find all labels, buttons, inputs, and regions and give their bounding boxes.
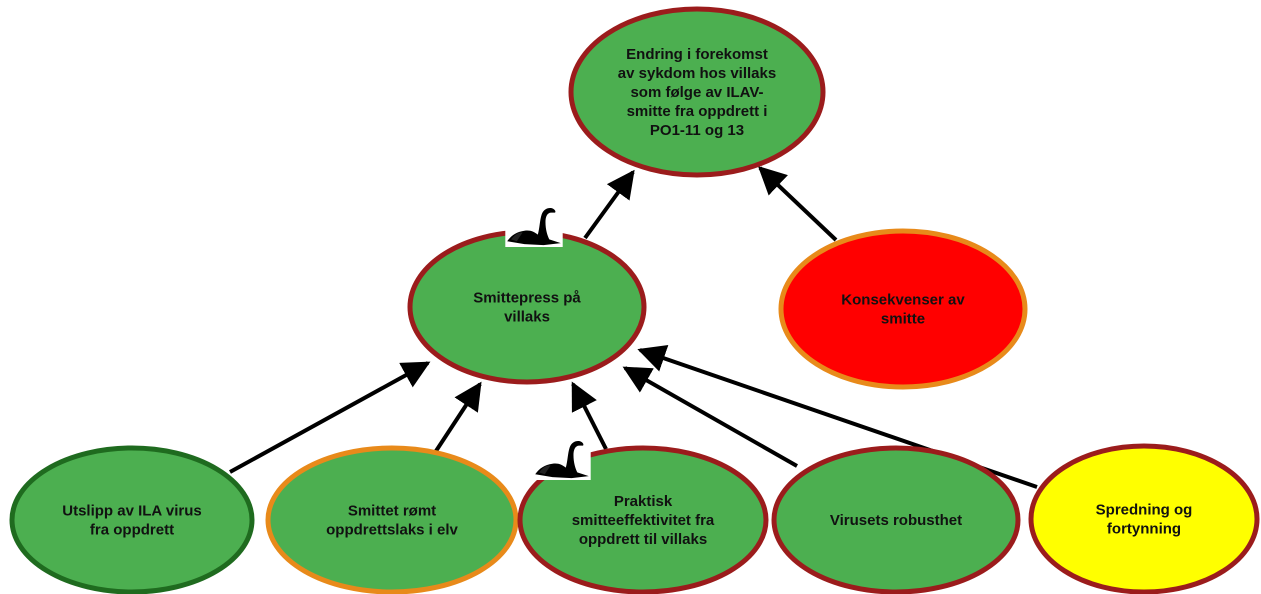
node-label-line: Spredning og: [1096, 502, 1193, 519]
arrow-praktisk-to-smittepress: [571, 381, 608, 450]
node-label-line: villaks: [504, 309, 550, 326]
node-label-line: oppdrettslaks i elv: [326, 522, 458, 539]
arrow-konsekvenser-to-top: [757, 166, 838, 242]
node-praktisk[interactable]: Praktisk smitteeffektivitet fra oppdrett t…: [517, 436, 769, 594]
arrow-virusets-to-smittepress: [622, 366, 798, 468]
node-shape-spredning: [1028, 443, 1260, 594]
node-shape-virusets: [771, 445, 1021, 594]
arrow-utslipp-to-smittepress: [229, 361, 431, 474]
black-swan-icon: [505, 203, 563, 247]
node-label-line: PO1-11 og 13: [650, 122, 744, 139]
node-virusets[interactable]: Virusets robusthet: [771, 445, 1021, 594]
node-label-line: Smittet rømt: [348, 503, 436, 520]
node-shape-top: [568, 6, 826, 178]
node-label-line: Praktisk: [614, 493, 673, 510]
node-utslipp[interactable]: Utslipp av ILA virus fra oppdrett: [9, 445, 255, 594]
node-label-line: Virusets robusthet: [830, 512, 962, 529]
node-label-line: smitte fra oppdrett i: [627, 103, 768, 120]
node-label-line: smitte: [881, 311, 925, 328]
node-konsekvenser[interactable]: Konsekvenser av smitte: [778, 228, 1028, 390]
node-smittet-romt[interactable]: Smittet rømt oppdrettslaks i elv: [265, 445, 519, 594]
node-label-line: Utslipp av ILA virus: [62, 503, 201, 520]
node-label-line: av sykdom hos villaks: [618, 65, 776, 82]
node-shape-utslipp: [9, 445, 255, 594]
node-label-line: som følge av ILAV-: [630, 84, 763, 101]
arrow-smittepress-to-top: [583, 169, 635, 240]
node-label-line: oppdrett til villaks: [579, 531, 707, 548]
node-shape-praktisk: [517, 445, 769, 594]
node-label-line: Endring i forekomst: [626, 46, 768, 63]
node-label-line: Konsekvenser av: [841, 292, 965, 309]
node-top[interactable]: Endring i forekomst av sykdom hos villaks…: [568, 6, 826, 178]
node-shape-smittepress: [407, 229, 647, 385]
node-smittepress[interactable]: Smittepress på villaks: [407, 203, 647, 385]
node-shape-konsekvenser: [778, 228, 1028, 390]
black-swan-icon: [533, 436, 591, 480]
node-shape-smittet-romt: [265, 445, 519, 594]
node-label-line: fra oppdrett: [90, 522, 174, 539]
node-label-line: Smittepress på: [473, 290, 581, 307]
node-spredning[interactable]: Spredning og fortynning: [1028, 443, 1260, 594]
arrow-smittet_romt-to-smittepress: [434, 381, 482, 453]
nodes-layer: Endring i forekomst av sykdom hos villaks…: [9, 6, 1260, 594]
node-label-line: fortynning: [1107, 521, 1181, 538]
node-label-line: smitteeffektivitet fra: [572, 512, 715, 529]
